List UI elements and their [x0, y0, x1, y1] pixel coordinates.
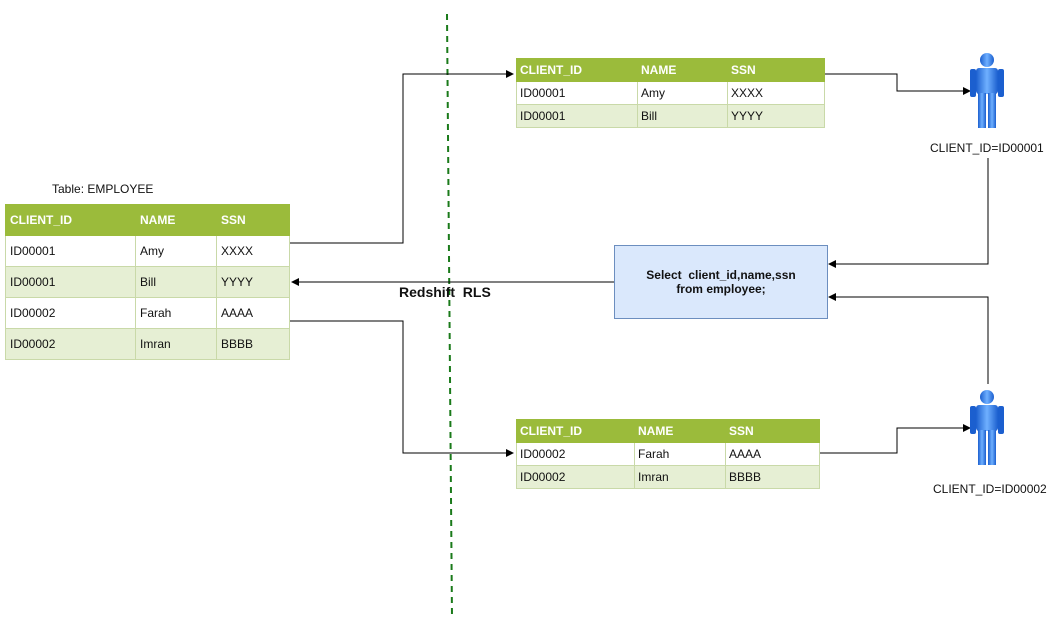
user-icon	[970, 53, 1004, 128]
table-header-row: CLIENT_ID NAME SSN	[5, 204, 290, 236]
table-cell: Farah	[135, 297, 217, 329]
column-header: NAME	[135, 204, 217, 236]
rls-label: Redshift RLS	[399, 284, 491, 300]
table-row: ID00001 Bill YYYY	[5, 266, 290, 298]
table-cell: Imran	[634, 465, 726, 489]
table-cell: ID00001	[516, 104, 638, 128]
arrow-user1-to-query	[828, 158, 989, 268]
table-row: ID00002 Farah AAAA	[516, 442, 820, 466]
arrow-user2-to-query	[828, 293, 989, 384]
column-header: CLIENT_ID	[516, 419, 635, 443]
arrow-main-to-bottom	[290, 320, 514, 457]
table-cell: XXXX	[727, 81, 825, 105]
table-cell: AAAA	[725, 442, 820, 466]
table-cell: ID00002	[516, 465, 635, 489]
table-cell: XXXX	[216, 235, 290, 267]
query-line-1: Select client_id,name,ssn	[646, 268, 796, 282]
query-line-2: from employee;	[676, 282, 766, 296]
table-cell: ID00002	[516, 442, 635, 466]
column-header: CLIENT_ID	[516, 58, 638, 82]
column-header: SSN	[216, 204, 290, 236]
table-cell: Farah	[634, 442, 726, 466]
table-cell: Amy	[135, 235, 217, 267]
client1-result-table: CLIENT_ID NAME SSN ID00001 Amy XXXX ID00…	[516, 58, 825, 128]
user2-label: CLIENT_ID=ID00002	[933, 482, 1047, 496]
table-cell: ID00002	[5, 328, 136, 360]
table-row: ID00001 Amy XXXX	[516, 81, 825, 105]
table-cell: BBBB	[725, 465, 820, 489]
column-header: NAME	[637, 58, 728, 82]
table-cell: AAAA	[216, 297, 290, 329]
table-row: ID00002 Imran BBBB	[516, 465, 820, 489]
column-header: SSN	[725, 419, 820, 443]
boundary-dashed-line	[446, 13, 453, 619]
table-cell: ID00001	[5, 266, 136, 298]
table-row: ID00002 Imran BBBB	[5, 328, 290, 360]
arrow-top-table-to-user	[825, 73, 971, 95]
column-header: NAME	[634, 419, 726, 443]
table-row: ID00001 Bill YYYY	[516, 104, 825, 128]
table-row: ID00001 Amy XXXX	[5, 235, 290, 267]
table-cell: ID00001	[5, 235, 136, 267]
table-cell: ID00002	[5, 297, 136, 329]
table-cell: YYYY	[727, 104, 825, 128]
table-header-row: CLIENT_ID NAME SSN	[516, 419, 820, 443]
table-cell: Amy	[637, 81, 728, 105]
query-box: Select client_id,name,ssn from employee;	[614, 245, 828, 319]
table-header-row: CLIENT_ID NAME SSN	[516, 58, 825, 82]
user1-label: CLIENT_ID=ID00001	[930, 141, 1044, 155]
table-row: ID00002 Farah AAAA	[5, 297, 290, 329]
table-cell: Imran	[135, 328, 217, 360]
main-table-caption: Table: EMPLOYEE	[52, 182, 154, 196]
table-cell: BBBB	[216, 328, 290, 360]
client2-result-table: CLIENT_ID NAME SSN ID00002 Farah AAAA ID…	[516, 419, 820, 489]
arrow-bottom-table-to-user	[820, 424, 971, 454]
arrow-main-to-top	[290, 70, 514, 244]
table-cell: Bill	[637, 104, 728, 128]
table-cell: ID00001	[516, 81, 638, 105]
column-header: SSN	[727, 58, 825, 82]
column-header: CLIENT_ID	[5, 204, 136, 236]
employee-table: CLIENT_ID NAME SSN ID00001 Amy XXXX ID00…	[5, 204, 290, 360]
table-cell: Bill	[135, 266, 217, 298]
table-cell: YYYY	[216, 266, 290, 298]
user-icon	[970, 390, 1004, 465]
